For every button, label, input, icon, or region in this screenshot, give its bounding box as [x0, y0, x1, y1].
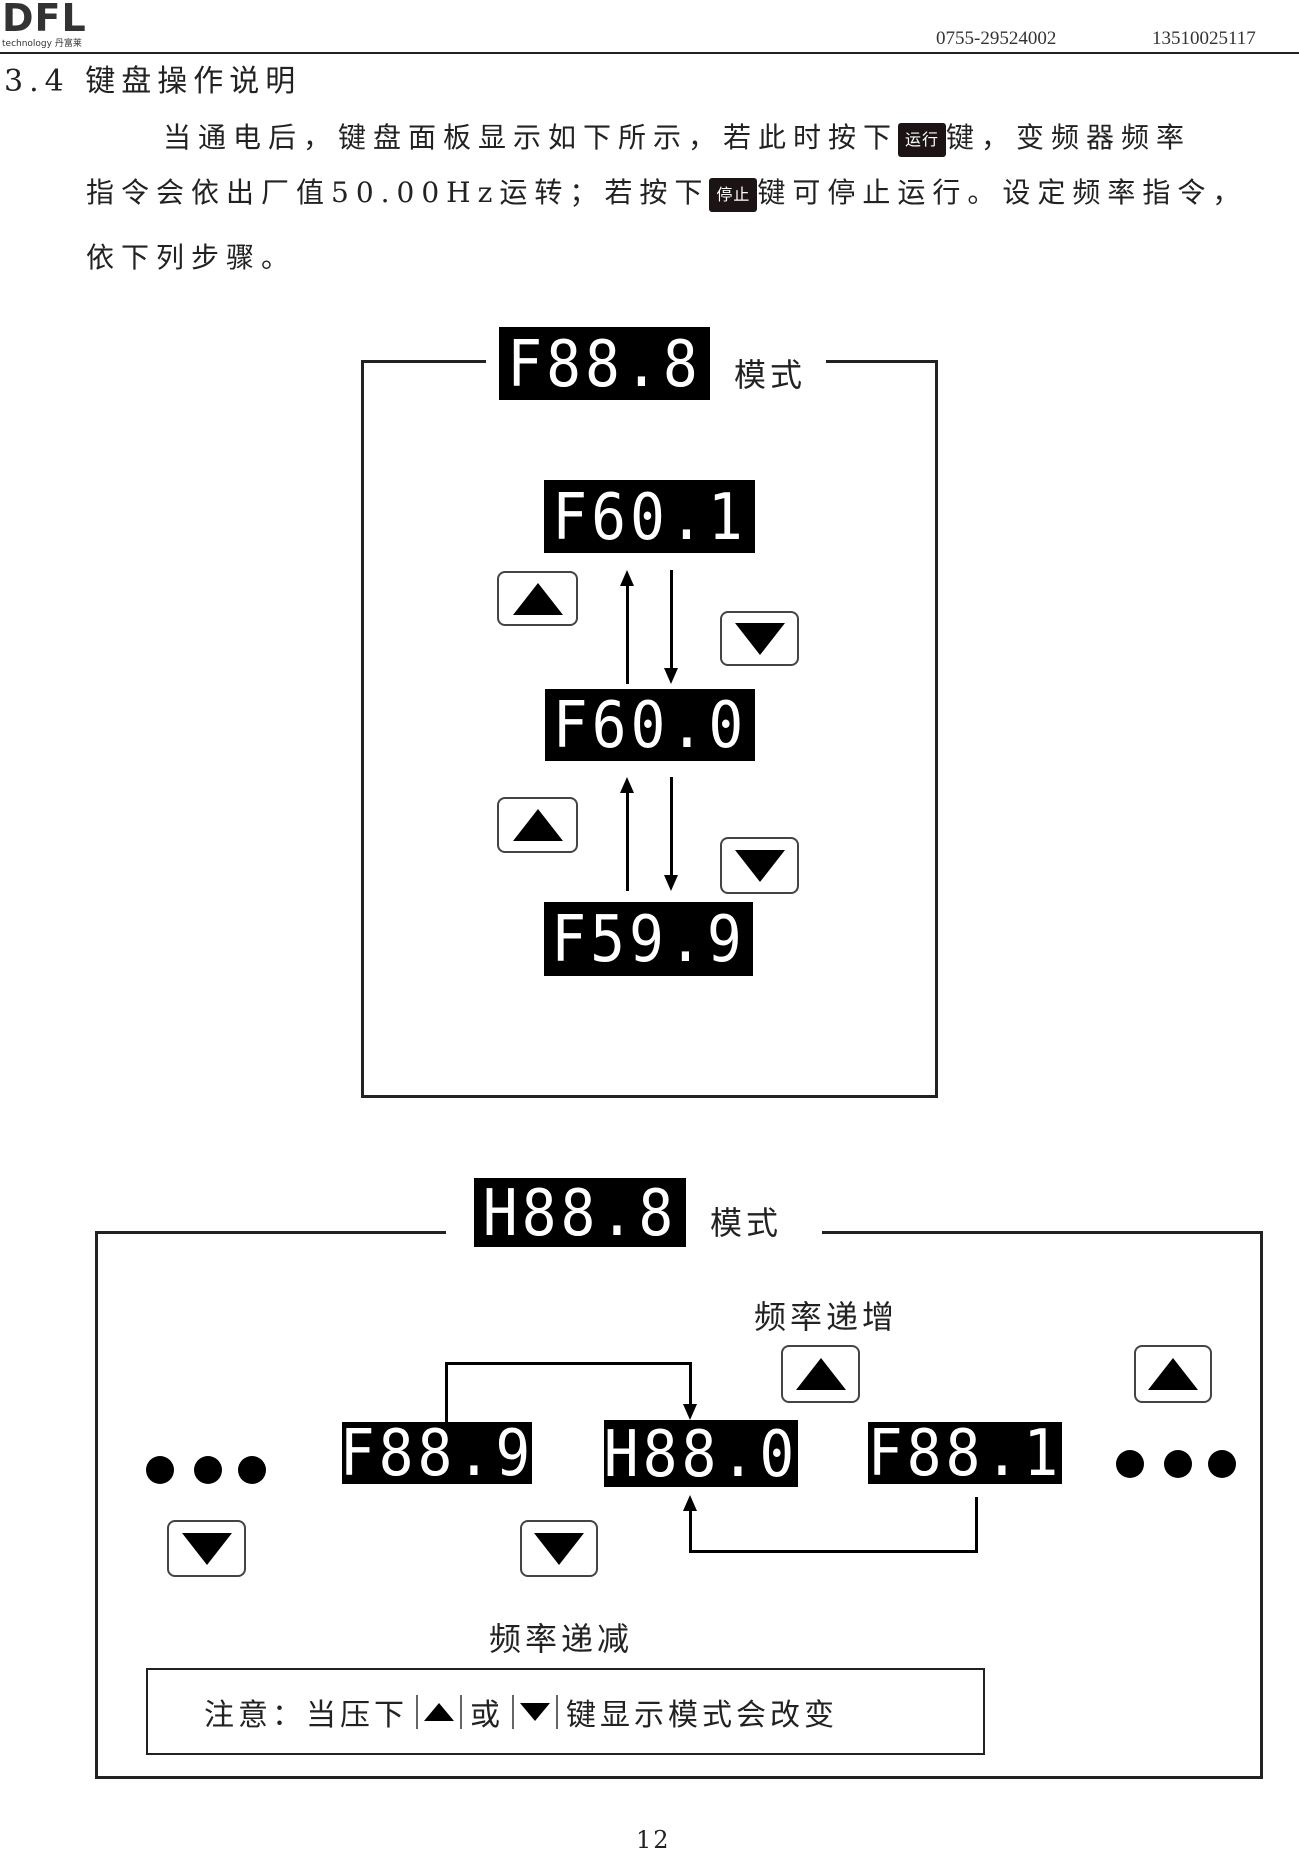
- up-arrow-icon: [795, 1358, 846, 1390]
- text: 键，变频器频率: [946, 121, 1192, 154]
- down-key-icon: [512, 1695, 558, 1729]
- up-button[interactable]: [781, 1345, 860, 1403]
- ellipsis-dot: [194, 1456, 222, 1484]
- decrease-label: 频率递减: [489, 1614, 634, 1660]
- down-button[interactable]: [720, 611, 799, 666]
- connector-line: [445, 1363, 448, 1423]
- arrow-down-icon: [664, 875, 678, 891]
- h-mode-display: H88.8: [474, 1178, 686, 1247]
- display-text: F60.0: [552, 689, 748, 761]
- note-box: [146, 1668, 985, 1755]
- connector-line: [689, 1508, 692, 1552]
- note-text: 注意：当压下 或 键显示模式会改变: [204, 1690, 838, 1734]
- connector-line: [689, 1550, 978, 1553]
- ellipsis-dot: [1208, 1450, 1236, 1478]
- h-mode-label: 模式: [710, 1198, 783, 1244]
- arrow-line: [670, 777, 673, 877]
- arrow-down-icon: [683, 1404, 697, 1420]
- down-button[interactable]: [167, 1520, 246, 1577]
- down-arrow-icon: [181, 1532, 232, 1565]
- display-f60-0: F60.0: [545, 689, 755, 761]
- f-mode-label: 模式: [734, 350, 807, 396]
- phone-number: 0755-29524002: [936, 28, 1057, 49]
- display-h88-0: H88.0: [604, 1420, 798, 1487]
- text: 键可停止运行。设定频率指令，: [757, 176, 1248, 209]
- up-arrow-icon: [512, 582, 563, 615]
- display-f88-9: F88.9: [342, 1422, 532, 1484]
- arrow-down-icon: [664, 668, 678, 684]
- text: 当通电后，键盘面板显示如下所示，若此时按下: [163, 121, 899, 154]
- page-number: 12: [636, 1826, 671, 1854]
- ellipsis-dot: [146, 1456, 174, 1484]
- down-button[interactable]: [520, 1520, 598, 1577]
- paragraph-line-3: 依下列步骤。: [86, 241, 297, 274]
- connector-line: [445, 1362, 692, 1365]
- arrow-line: [626, 584, 629, 684]
- down-arrow-icon: [734, 622, 785, 655]
- display-text: H88.8: [482, 1178, 678, 1247]
- paragraph-line-2: 指令会依出厂值50.00Hz运转；若按下停止键可停止运行。设定频率指令，: [86, 173, 1247, 213]
- up-arrow-icon: [1148, 1358, 1198, 1390]
- up-arrow-icon: [512, 809, 563, 841]
- display-f60-1: F60.1: [544, 480, 755, 553]
- up-button[interactable]: [497, 571, 578, 626]
- mobile-number: 13510025117: [1152, 28, 1256, 49]
- up-key-icon: [416, 1695, 462, 1729]
- company-logo: DFL technology 丹富莱: [2, 0, 92, 50]
- up-button[interactable]: [1134, 1345, 1212, 1403]
- ellipsis-dot: [1116, 1450, 1144, 1478]
- arrow-up-icon: [683, 1495, 697, 1511]
- display-text: F60.1: [552, 480, 747, 553]
- note-part: 键显示模式会改变: [566, 1698, 838, 1733]
- up-button[interactable]: [497, 797, 578, 853]
- display-text: F88.8: [507, 327, 702, 400]
- f-mode-display: F88.8: [499, 327, 710, 400]
- text: 指令会依出厂值50.00Hz运转；若按下: [86, 176, 710, 209]
- logo-subtitle: technology 丹富莱: [2, 39, 82, 49]
- down-button[interactable]: [720, 837, 799, 894]
- down-arrow-icon: [534, 1532, 584, 1565]
- run-key-icon: 运行: [898, 122, 947, 157]
- display-f59-9: F59.9: [544, 902, 753, 976]
- stop-key-icon: 停止: [709, 177, 758, 212]
- logo-mark: DFL: [2, 0, 87, 40]
- header-rule: [0, 52, 1299, 54]
- arrow-line: [626, 791, 629, 891]
- down-arrow-icon: [734, 849, 785, 882]
- display-text: F88.1: [868, 1422, 1062, 1484]
- display-text: H88.0: [604, 1420, 798, 1487]
- connector-line: [975, 1497, 978, 1553]
- note-part: 注意：当压下: [204, 1698, 408, 1733]
- connector-line: [689, 1362, 692, 1407]
- ellipsis-dot: [1164, 1450, 1192, 1478]
- arrow-line: [670, 570, 673, 670]
- ellipsis-dot: [238, 1456, 266, 1484]
- display-text: F88.9: [342, 1422, 532, 1484]
- arrow-up-icon: [620, 570, 634, 586]
- display-f88-1: F88.1: [868, 1422, 1062, 1484]
- paragraph-line-1: 当通电后，键盘面板显示如下所示，若此时按下运行键，变频器频率: [163, 118, 1191, 158]
- increase-label: 频率递增: [754, 1292, 899, 1338]
- display-text: F59.9: [551, 902, 746, 976]
- section-title: 3.4 键盘操作说明: [4, 64, 302, 99]
- arrow-up-icon: [620, 777, 634, 793]
- note-part: 或: [470, 1698, 504, 1733]
